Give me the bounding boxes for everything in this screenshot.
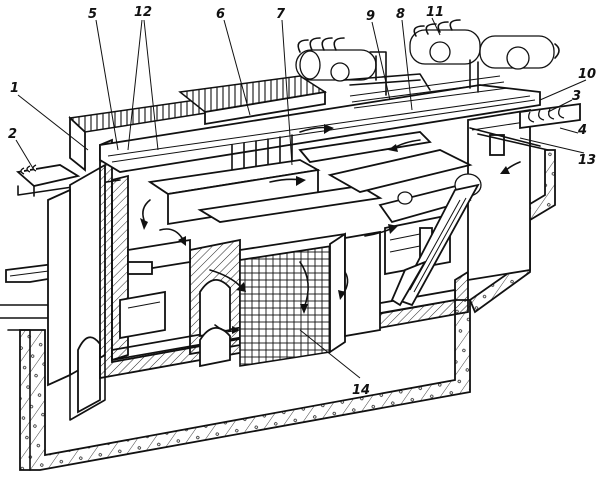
- left-feed-section: [5, 163, 121, 421]
- label-3: 3: [572, 89, 581, 104]
- label-1: 1: [10, 81, 19, 96]
- label-6: 6: [216, 7, 225, 22]
- label-12: 12: [134, 5, 152, 20]
- label-4: 4: [577, 123, 587, 138]
- upper-internals: [68, 75, 482, 307]
- checker-packing: [239, 230, 381, 367]
- number-labels: 1 2 3 4 5 6 7 8 9 10 11 12 13 14: [8, 5, 596, 398]
- label-13: 13: [578, 153, 596, 168]
- top-pipe-coils: [295, 19, 560, 109]
- flow-arrows: [140, 124, 521, 334]
- label-7: 7: [276, 7, 286, 22]
- leader-lines: [15, 17, 587, 379]
- right-outlets: [469, 102, 581, 151]
- label-5: 5: [88, 7, 97, 22]
- label-8: 8: [396, 7, 405, 22]
- label-14: 14: [352, 383, 370, 398]
- label-11: 11: [426, 5, 444, 20]
- label-10: 10: [578, 67, 596, 82]
- label-9: 9: [366, 9, 375, 24]
- label-2: 2: [8, 127, 17, 142]
